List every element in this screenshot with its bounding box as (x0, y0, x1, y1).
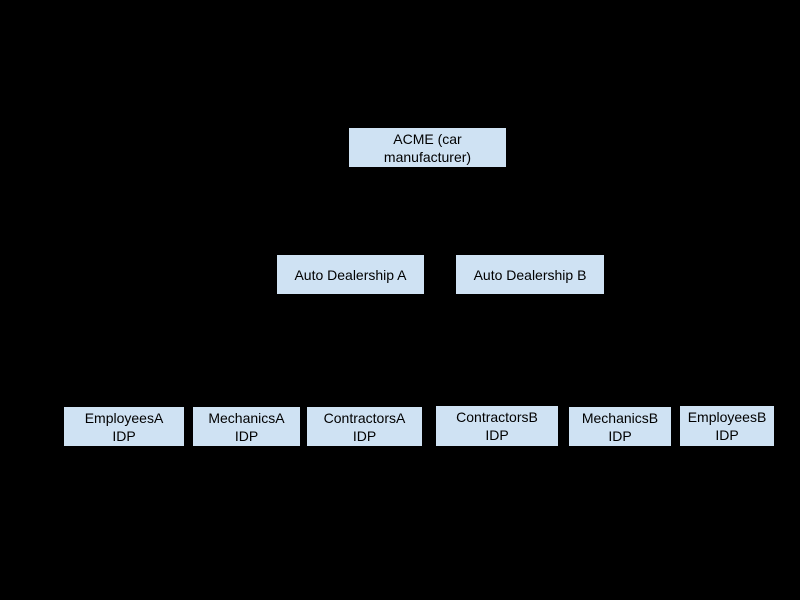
node-label-line: ACME (car (393, 130, 462, 147)
node-label-line: ContractorsB (456, 409, 538, 425)
node-label-line: IDP (608, 427, 632, 444)
node-label-line: IDP (234, 427, 259, 444)
node-label-line: IDP (715, 427, 739, 443)
node-label-line: MechanicsA (208, 409, 285, 426)
node-auto-dealership-a: Auto Dealership A (276, 254, 425, 295)
node-employees-b-idp: EmployeesB IDP (679, 405, 775, 447)
node-contractors-b-idp: ContractorsB IDP (435, 405, 559, 447)
node-label-line: IDP (485, 427, 509, 443)
node-auto-dealership-b: Auto Dealership B (455, 254, 605, 295)
node-label-line: IDP (352, 427, 377, 444)
node-employees-a-idp: EmployeesA IDP (63, 406, 185, 447)
node-label-line: IDP (112, 427, 136, 444)
node-contractors-a-idp: ContractorsA IDP (306, 406, 423, 447)
node-mechanics-b-idp: MechanicsB IDP (568, 406, 672, 447)
node-mechanics-a-idp: MechanicsA IDP (192, 406, 301, 447)
node-label-line: MechanicsB (581, 409, 659, 426)
node-label-line: Auto Dealership B (473, 266, 587, 283)
node-label-line: EmployeesA (84, 409, 164, 426)
node-label-line: ContractorsA (323, 409, 406, 426)
node-label-line: manufacturer) (383, 148, 472, 165)
node-label-line: EmployeesB (687, 409, 767, 425)
node-label-line: Auto Dealership A (294, 266, 407, 283)
node-acme: ACME (car manufacturer) (348, 127, 507, 168)
